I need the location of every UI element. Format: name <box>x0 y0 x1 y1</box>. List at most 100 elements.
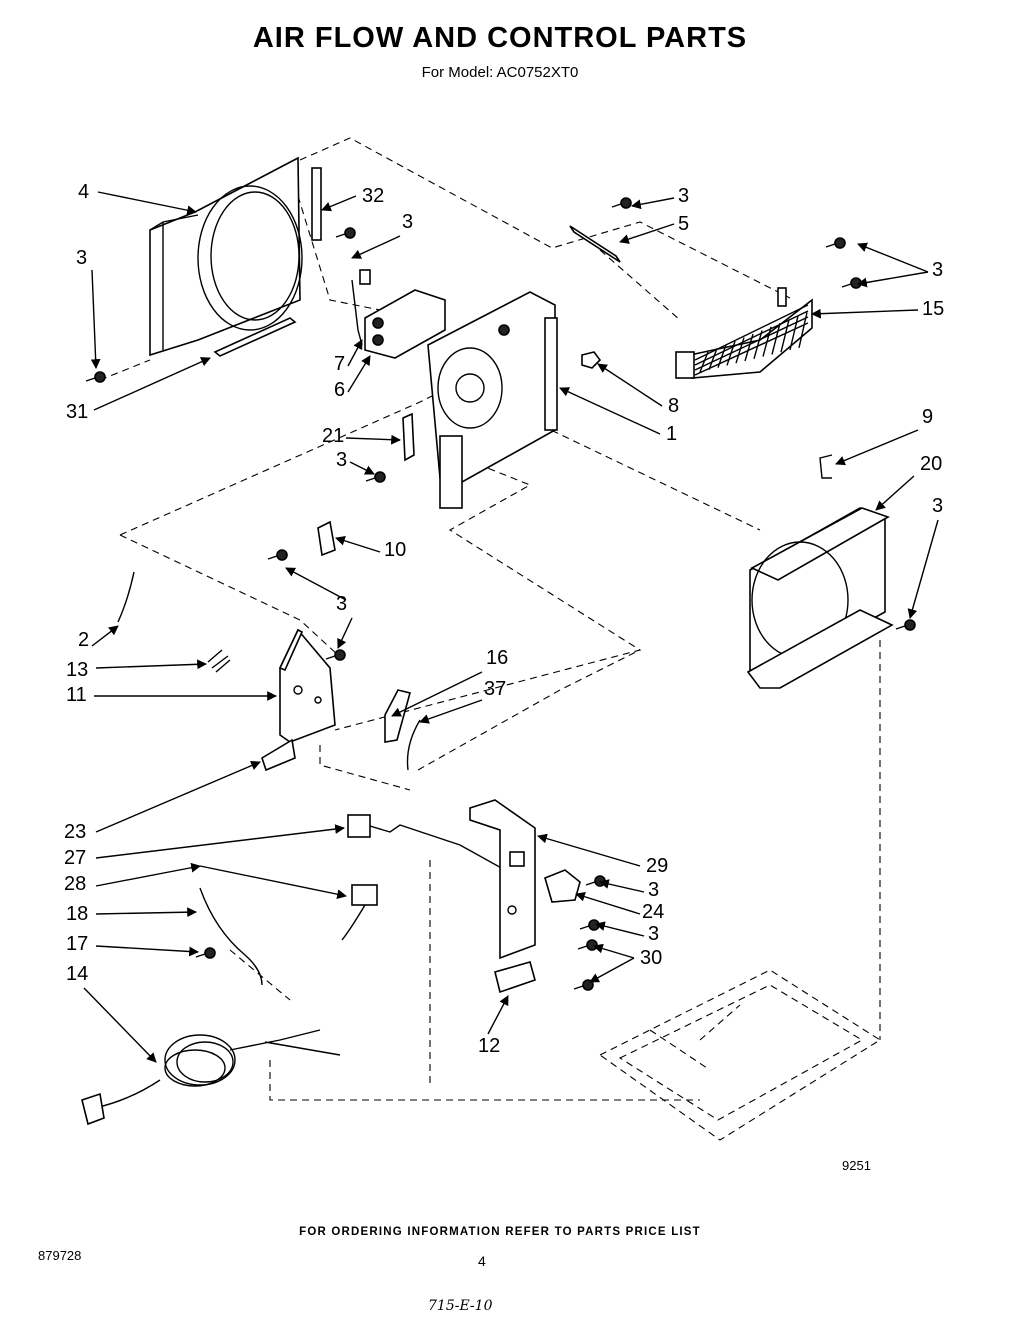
part-11-control-bracket <box>278 628 336 743</box>
leader-line <box>391 671 483 717</box>
screw <box>335 227 356 239</box>
callout-6: 6 <box>334 379 345 401</box>
figure-code: 9251 <box>842 1158 871 1173</box>
leader-line <box>419 699 483 724</box>
leader-line <box>97 191 197 216</box>
screw <box>585 875 606 887</box>
screw-head <box>204 947 216 959</box>
screw <box>85 371 106 383</box>
leader-line <box>95 945 199 957</box>
grille-mesh-line <box>753 330 763 359</box>
part-12-terminal <box>207 649 231 673</box>
screw <box>611 197 632 209</box>
screw-head <box>586 939 598 951</box>
callout-3f: 3 <box>932 495 943 517</box>
leader-line <box>811 308 919 319</box>
callout-5: 5 <box>678 213 689 235</box>
model-subtitle: For Model: AC0752XT0 <box>421 64 579 81</box>
callout-12: 13 <box>66 659 88 681</box>
grille-mesh-line <box>771 323 781 355</box>
screw-head <box>276 549 288 561</box>
callout-32: 32 <box>362 185 384 207</box>
callout-16: 14 <box>66 963 88 985</box>
screw-head <box>904 619 916 631</box>
leader-line <box>835 429 919 466</box>
callout-14: 16 <box>486 647 508 669</box>
callout-24: 24 <box>642 901 664 923</box>
leader-line <box>321 195 357 212</box>
part-32-seal-strip <box>311 167 322 241</box>
part-24-receptacle <box>544 869 581 903</box>
callout-3i: 3 <box>648 923 659 945</box>
callout-23: 23 <box>64 821 86 843</box>
leader-line <box>95 862 201 887</box>
leader-line <box>90 269 101 369</box>
part-21-clip <box>402 412 415 462</box>
callout-4: 4 <box>78 181 89 203</box>
leader-line <box>95 824 345 859</box>
part-23-clip <box>261 738 296 772</box>
part-13-block <box>494 961 536 994</box>
callout-3g: 3 <box>336 593 347 615</box>
leader-line <box>93 357 211 411</box>
page-title: AIR FLOW AND CONTROL PARTS <box>252 22 748 54</box>
part-2-tube <box>117 571 135 623</box>
grille-mesh-line <box>780 319 790 353</box>
leader-line <box>83 987 157 1063</box>
callout-27: 27 <box>64 847 86 869</box>
part-9-clip <box>819 454 833 479</box>
leader-line <box>595 921 645 937</box>
leader-line <box>857 271 929 288</box>
leader-line <box>559 387 661 435</box>
part-37-wire <box>406 719 421 771</box>
callout-10: 10 <box>384 539 406 561</box>
leader-line <box>857 242 929 273</box>
callout-7: 7 <box>334 353 345 375</box>
screw <box>365 471 386 483</box>
leader-line <box>487 995 509 1035</box>
leader-line <box>349 461 375 475</box>
part-6-capacitor <box>364 289 446 359</box>
grille-mesh-line <box>694 310 809 366</box>
part-16-power-cord <box>81 1029 341 1126</box>
callout-30: 30 <box>640 947 662 969</box>
part-29-control-housing <box>469 799 536 960</box>
callout-17: 17 <box>66 933 88 955</box>
leader-line <box>351 235 401 259</box>
part-20-scroll-assembly <box>746 507 894 689</box>
screw-head <box>334 649 346 661</box>
callout-3c: 3 <box>678 185 689 207</box>
leader-line <box>95 760 261 833</box>
screw <box>825 237 846 249</box>
screw-head <box>620 197 632 209</box>
leader-line <box>347 339 363 367</box>
leader-line <box>285 567 347 601</box>
grille-mesh-line <box>699 351 709 373</box>
callout-21: 21 <box>322 425 344 447</box>
callout-3a: 3 <box>76 247 87 269</box>
leader-line <box>589 957 635 983</box>
callout-28: 28 <box>64 873 86 895</box>
part-5-bracket <box>569 225 621 263</box>
callout-3e: 3 <box>336 449 347 471</box>
callout-20: 20 <box>920 453 942 475</box>
screw-head <box>850 277 862 289</box>
leader-line <box>619 223 675 244</box>
part-28-switch <box>341 884 378 941</box>
screw <box>577 939 598 951</box>
grille-mesh-line <box>694 304 809 361</box>
callout-leader-lines <box>83 191 939 1063</box>
screw-head <box>834 237 846 249</box>
callout-labels: 4 32 3 3 3 5 3 15 7 6 31 8 1 9 21 3 20 3… <box>64 181 944 1057</box>
base-pan <box>598 969 882 1141</box>
leader-line <box>345 434 401 445</box>
part-15-grille <box>675 287 813 379</box>
leader-line <box>537 833 641 867</box>
part-14-switch <box>384 689 411 743</box>
callout-31: 31 <box>66 401 88 423</box>
leader-line <box>95 659 207 670</box>
leader-line <box>599 879 645 893</box>
callout-1: 1 <box>666 423 677 445</box>
handwritten-note: 715-E-10 <box>428 1298 493 1314</box>
callout-8: 8 <box>668 395 679 417</box>
